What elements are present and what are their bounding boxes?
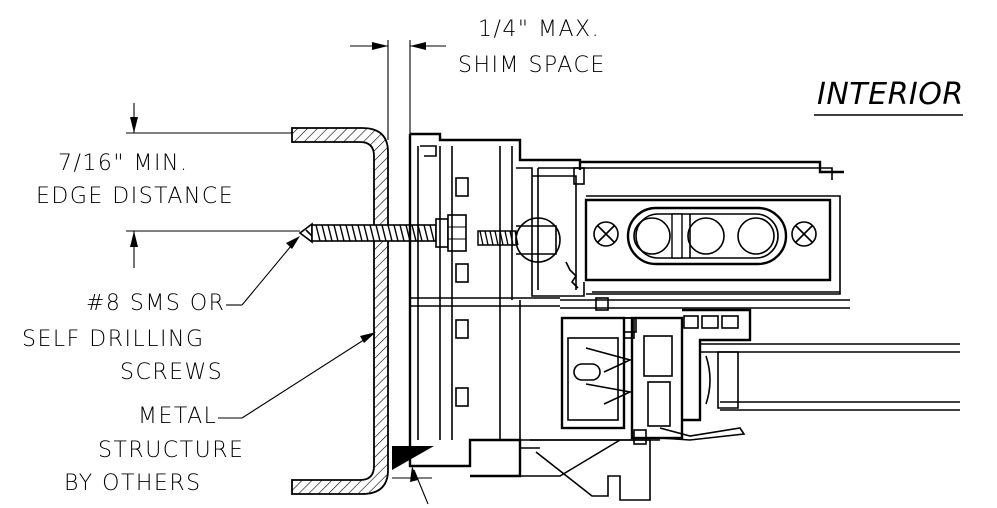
edge-distance-dimension <box>126 103 300 268</box>
interior-label: INTERIOR <box>817 77 964 112</box>
screw-label-line1: #8 SMS OR <box>86 291 225 316</box>
shim-space-dimension <box>350 40 446 140</box>
shim-wedge <box>392 446 434 470</box>
screw <box>298 214 467 252</box>
small-screw <box>477 217 561 263</box>
edge-distance-label-line2: EDGE DISTANCE <box>36 184 234 209</box>
leader-lines <box>218 236 429 505</box>
shim-space-label-line2: SHIM SPACE <box>458 53 606 78</box>
shim-space-label-line1: 1/4" MAX. <box>478 17 600 42</box>
metal-structure-label-line2: STRUCTURE <box>98 438 244 463</box>
sash-assembly <box>516 160 850 309</box>
lower-sash-assembly <box>519 297 960 445</box>
metal-structure-label-line3: BY OTHERS <box>64 471 202 496</box>
screw-label-line3: SCREWS <box>120 360 223 385</box>
metal-structure-label-line1: METAL <box>138 404 217 429</box>
metal-structure-channel <box>291 127 389 495</box>
edge-distance-label-line1: 7/16" MIN. <box>58 151 188 176</box>
screw-label-line2: SELF DRILLING <box>22 327 205 352</box>
